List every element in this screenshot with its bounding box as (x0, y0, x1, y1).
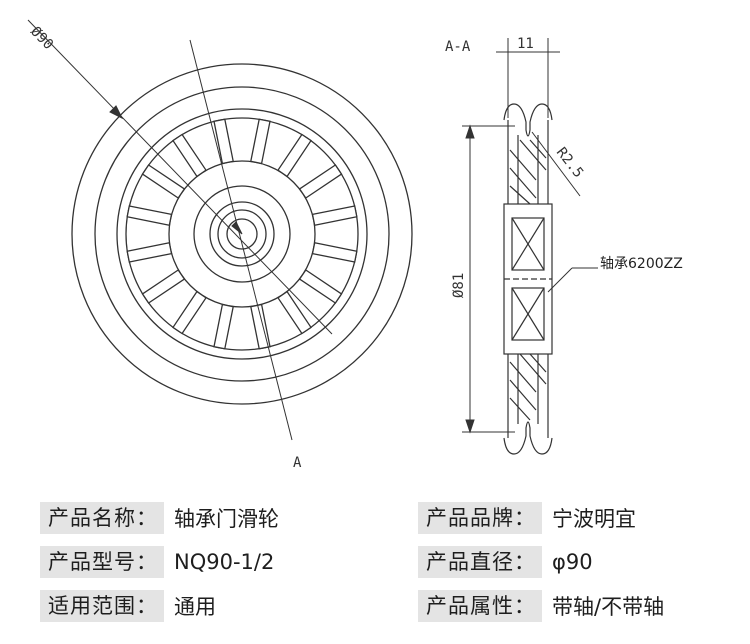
width-label: 11 (517, 36, 534, 52)
section-marker-a: A (293, 455, 302, 471)
spec-label: 产品属性： (418, 590, 542, 622)
axle-bore (226, 218, 258, 250)
spoke-inner-ring (125, 117, 359, 351)
spec-value: 通用 (174, 595, 216, 619)
spec-row-scope: 适用范围： 通用 (40, 590, 216, 622)
spoke (213, 303, 234, 350)
spec-label: 产品直径： (418, 546, 542, 578)
spec-label: 适用范围： (40, 590, 164, 622)
spoke (298, 164, 343, 199)
radius-label: R2.5 (553, 145, 586, 181)
hub-outer (168, 160, 316, 308)
spec-label: 产品名称： (40, 502, 164, 534)
spec-value: NQ90-1/2 (174, 550, 275, 574)
width-dimension (496, 38, 560, 118)
spec-value: 宁波明宜 (552, 507, 636, 531)
spec-row-attribute: 产品属性： 带轴/不带轴 (418, 590, 664, 622)
spec-label: 产品型号： (40, 546, 164, 578)
bearing-callout: 轴承6200ZZ (600, 256, 683, 272)
spec-row-name: 产品名称： 轴承门滑轮 (40, 502, 279, 534)
spoke (277, 290, 312, 335)
spoke (172, 133, 207, 178)
spoke (311, 242, 358, 263)
radius-leader (531, 131, 581, 197)
spec-value: 轴承门滑轮 (174, 507, 279, 531)
diameter-dimension (27, 19, 333, 335)
spec-row-model: 产品型号： NQ90-1/2 (40, 546, 274, 578)
height-label: Ø81 (451, 273, 467, 298)
spec-row-diameter: 产品直径： φ90 (418, 546, 593, 578)
rim-inner-ring (94, 86, 390, 382)
spec-row-brand: 产品品牌： 宁波明宜 (418, 502, 636, 534)
spoke (277, 133, 312, 178)
front-view (71, 63, 413, 405)
spoke (141, 269, 186, 304)
spoke (141, 164, 186, 199)
hub-ring (193, 185, 291, 283)
spokes (126, 118, 358, 350)
section-profile (503, 103, 553, 455)
spoke (250, 118, 271, 165)
spec-value: φ90 (552, 550, 593, 574)
spec-label: 产品品牌： (418, 502, 542, 534)
spoke-outer-ring (116, 108, 368, 360)
spoke (311, 205, 358, 226)
bearing-leader (547, 267, 598, 293)
spoke (172, 290, 207, 335)
bearing-inner (217, 209, 267, 259)
spec-value: 带轴/不带轴 (552, 595, 665, 619)
diameter-label: Ø90 (27, 24, 56, 53)
height-dimension (462, 124, 515, 434)
outer-rim (71, 63, 413, 405)
spoke (126, 205, 173, 226)
spoke (126, 242, 173, 263)
bearing-outer (209, 201, 275, 267)
section-line (189, 39, 293, 441)
spoke (213, 118, 234, 165)
section-title: A-A (445, 39, 471, 55)
spoke (298, 269, 343, 304)
technical-drawing: Ø90 A A-A 11 Ø81 (27, 19, 683, 471)
